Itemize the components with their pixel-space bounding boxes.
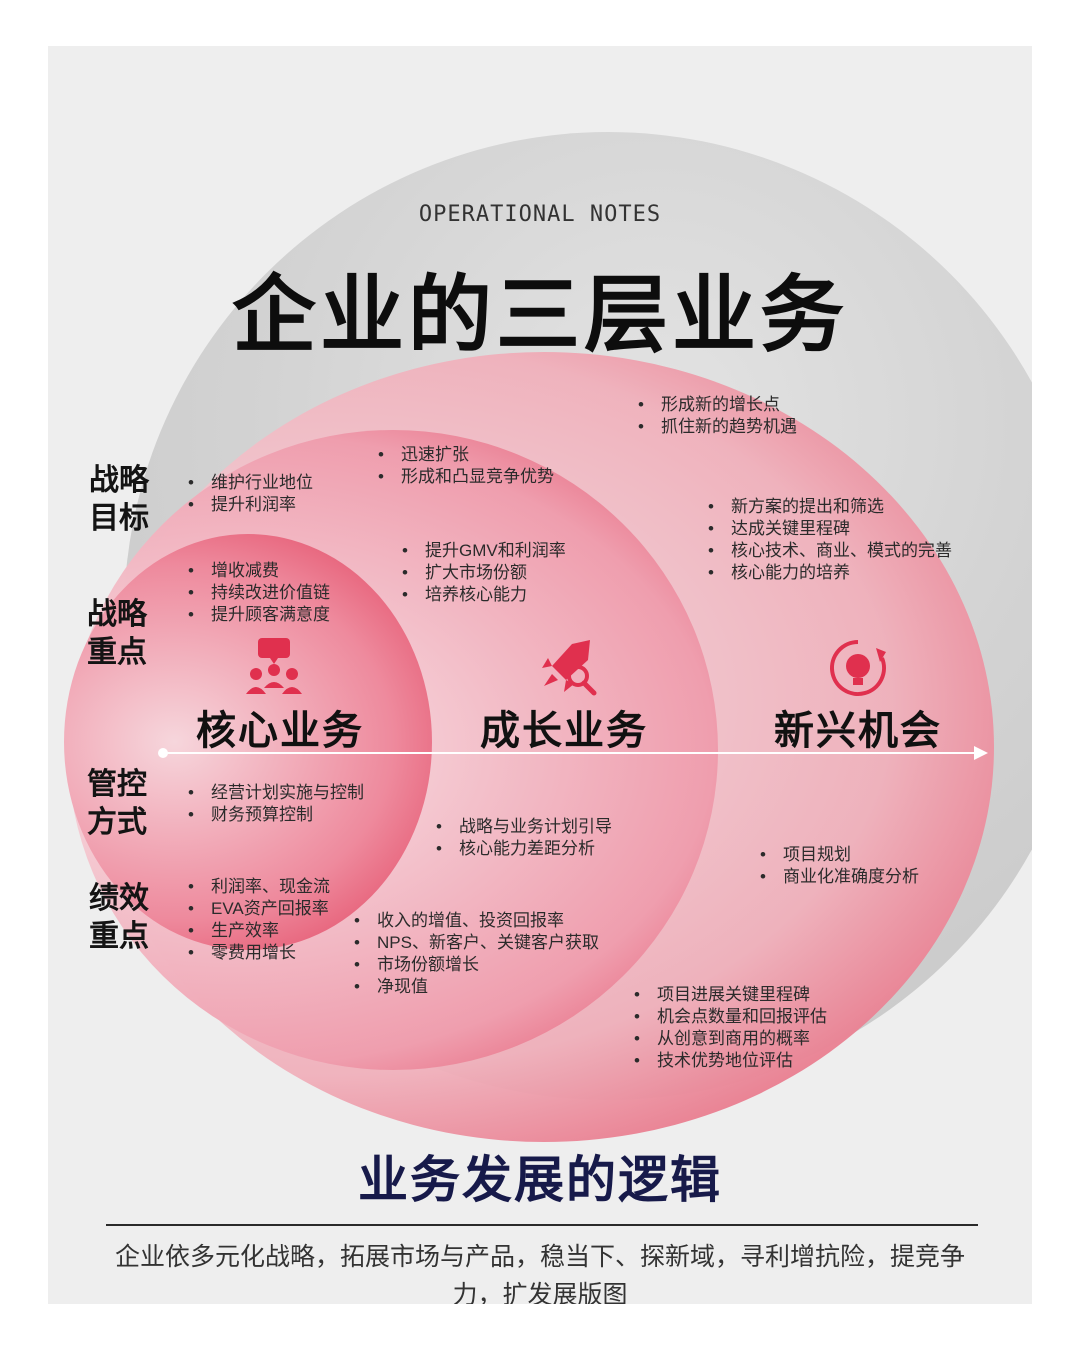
list-item: 从创意到商用的概率 (632, 1028, 827, 1050)
list-item: 提升利润率 (186, 494, 313, 516)
list-item: 财务预算控制 (186, 804, 364, 826)
list-item: 核心技术、商业、模式的完善 (706, 540, 952, 562)
list-item: 培养核心能力 (400, 584, 566, 606)
emerging-focus-list: 新方案的提出和筛选 达成关键里程碑 核心技术、商业、模式的完善 核心能力的培养 (706, 496, 952, 584)
core-control-list: 经营计划实施与控制 财务预算控制 (186, 782, 364, 826)
axis-start-dot (158, 748, 168, 758)
list-item: 项目规划 (758, 844, 919, 866)
emerging-goal-list: 形成新的增长点 抓住新的趋势机遇 (636, 394, 797, 438)
list-item: NPS、新客户、关键客户获取 (352, 932, 599, 954)
core-focus-list: 增收减费 持续改进价值链 提升顾客满意度 (186, 560, 330, 626)
footer-text: 企业依多元化战略，拓展市场与产品，稳当下、探新域，寻利增抗险，提竞争力，扩发展版… (114, 1243, 965, 1304)
growth-performance-list: 收入的增值、投资回报率 NPS、新客户、关键客户获取 市场份额增长 净现值 (352, 910, 599, 998)
list-item: 商业化准确度分析 (758, 866, 919, 888)
page-subtitle: OPERATIONAL NOTES (418, 202, 662, 227)
list-item: 迅速扩张 (376, 444, 554, 466)
emerging-control-list: 项目规划 商业化准确度分析 (758, 844, 919, 888)
growth-business-label: 成长业务 (480, 709, 648, 753)
growth-focus-list: 提升GMV和利润率 扩大市场份额 培养核心能力 (400, 540, 566, 606)
list-item: 经营计划实施与控制 (186, 782, 364, 804)
rocket-search-icon (542, 640, 597, 696)
list-item: 技术优势地位评估 (632, 1050, 827, 1072)
list-item: 零费用增长 (186, 942, 330, 964)
list-item: 新方案的提出和筛选 (706, 496, 952, 518)
infographic-card: OPERATIONAL NOTES 企业的三层业务 战略 目标 战略 重点 管控… (48, 46, 1032, 1304)
list-item: 达成关键里程碑 (706, 518, 952, 540)
axis-line (160, 752, 986, 754)
list-item: 净现值 (352, 976, 599, 998)
list-item: 持续改进价值链 (186, 582, 330, 604)
team-people-icon (246, 638, 302, 694)
list-item: 战略与业务计划引导 (434, 816, 612, 838)
row-label-strategic-goal: 战略 目标 (89, 464, 149, 535)
list-item: 提升GMV和利润率 (400, 540, 566, 562)
list-item: 维护行业地位 (186, 472, 313, 494)
list-item: EVA资产回报率 (186, 898, 330, 920)
list-item: 核心能力的培养 (706, 562, 952, 584)
list-item: 市场份额增长 (352, 954, 599, 976)
list-item: 项目进展关键里程碑 (632, 984, 827, 1006)
core-performance-list: 利润率、现金流 EVA资产回报率 生产效率 零费用增长 (186, 876, 330, 964)
list-item: 形成和凸显竞争优势 (376, 466, 554, 488)
list-item: 机会点数量和回报评估 (632, 1006, 827, 1028)
lightbulb-refresh-icon (830, 640, 886, 696)
list-item: 提升顾客满意度 (186, 604, 330, 626)
footer-divider (106, 1224, 978, 1226)
row-label-strategic-focus: 战略 重点 (87, 598, 147, 669)
core-goal-list: 维护行业地位 提升利润率 (186, 472, 313, 516)
list-item: 生产效率 (186, 920, 330, 942)
growth-control-list: 战略与业务计划引导 核心能力差距分析 (434, 816, 612, 860)
list-item: 抓住新的趋势机遇 (636, 416, 797, 438)
list-item: 核心能力差距分析 (434, 838, 612, 860)
page-title: 企业的三层业务 (231, 266, 848, 364)
list-item: 收入的增值、投资回报率 (352, 910, 599, 932)
core-business-label: 核心业务 (196, 709, 364, 753)
row-label-performance-focus: 绩效 重点 (89, 882, 149, 953)
row-label-control-method: 管控 方式 (87, 768, 147, 839)
growth-goal-list: 迅速扩张 形成和凸显竞争优势 (376, 444, 554, 488)
axis-arrowhead (974, 746, 988, 760)
list-item: 增收减费 (186, 560, 330, 582)
emerging-performance-list: 项目进展关键里程碑 机会点数量和回报评估 从创意到商用的概率 技术优势地位评估 (632, 984, 827, 1072)
footer-title: 业务发展的逻辑 (358, 1152, 722, 1208)
list-item: 扩大市场份额 (400, 562, 566, 584)
emerging-opportunity-label: 新兴机会 (774, 709, 942, 753)
list-item: 利润率、现金流 (186, 876, 330, 898)
list-item: 形成新的增长点 (636, 394, 797, 416)
